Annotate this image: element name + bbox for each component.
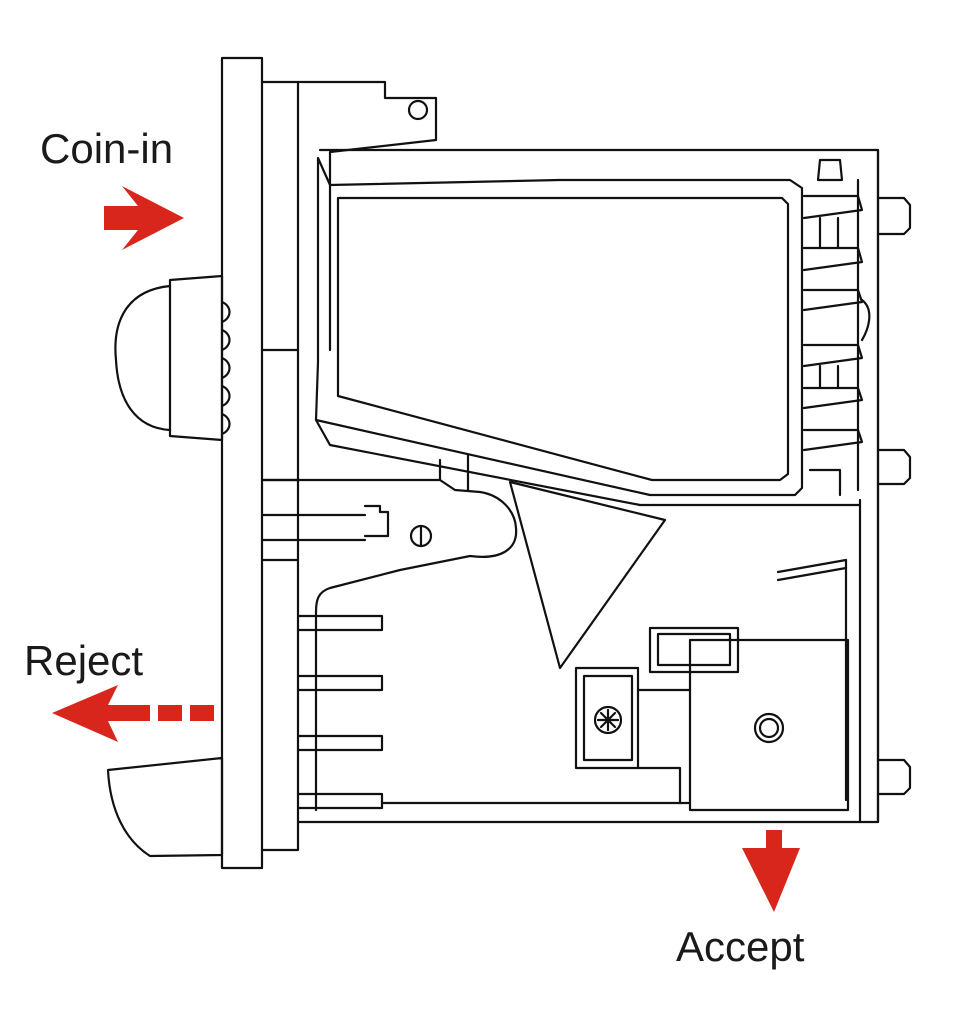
accept-arrow [742,830,800,912]
reject-arrow [52,685,214,742]
comb-fingers [296,614,692,810]
main-body [296,148,912,824]
coin-deflector [508,480,667,670]
lower-mechanism [260,453,862,824]
reject-label: Reject [24,637,144,684]
coin-in-label: Coin-in [40,125,174,172]
coin-in-arrow [104,186,184,250]
sensor-window [314,156,804,507]
mounting-tab [296,80,438,352]
front-bezel [220,56,300,870]
solenoid-block [574,626,850,812]
switch-stack [802,158,871,497]
reject-lever [106,756,224,858]
coin-entry-button [114,274,231,442]
accept-label: Accept [676,923,805,970]
